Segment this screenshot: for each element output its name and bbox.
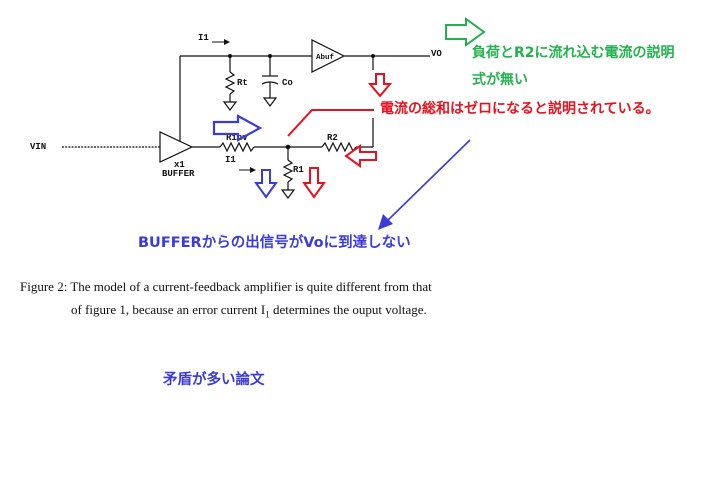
x1-label: x1 — [174, 160, 185, 170]
i1-bottom-label: I1 — [225, 155, 236, 165]
co-label: Co — [282, 78, 293, 88]
figure-caption-line2: of figure 1, because an error current I1… — [71, 303, 427, 320]
vin-label: VIN — [30, 142, 46, 152]
green-annotation-line1: 負荷とR2に流れ込む電流の説明 — [472, 45, 675, 61]
caption-subscript: 1 — [265, 309, 270, 320]
rt-label: Rt — [237, 78, 248, 88]
green-annotation-line2: 式が無い — [472, 72, 528, 88]
caption-line2-after: determines the ouput voltage. — [269, 302, 427, 317]
r1-label: R1 — [293, 165, 304, 175]
abuf-label: Abuf — [316, 54, 335, 62]
contradiction-annotation: 矛盾が多い論文 — [163, 372, 265, 388]
i1-top-label: I1 — [198, 33, 209, 43]
pointer-line — [287, 109, 374, 137]
caption-line2-before: of figure 1, because an error current I — [71, 302, 266, 317]
blue-annotation: BUFFERからの出信号がVoに到達しない — [138, 235, 411, 251]
current-arrow-icon — [239, 167, 256, 173]
arrow-down-icon — [367, 73, 393, 98]
arrow-down-icon — [302, 167, 326, 199]
buffer-label: BUFFER — [162, 169, 195, 179]
arrow-right-icon — [212, 114, 263, 142]
arrow-down-icon — [254, 169, 278, 199]
arrow-right-icon — [445, 17, 486, 47]
pointer-line — [383, 139, 471, 225]
current-arrow-icon — [212, 39, 230, 45]
r2-label: R2 — [327, 133, 338, 143]
red-annotation: 電流の総和はゼロになると説明されている。 — [380, 101, 660, 117]
vo-label: VO — [431, 49, 442, 59]
arrow-left-icon — [344, 144, 377, 168]
figure-caption-line1: Figure 2: The model of a current-feedbac… — [20, 279, 432, 294]
